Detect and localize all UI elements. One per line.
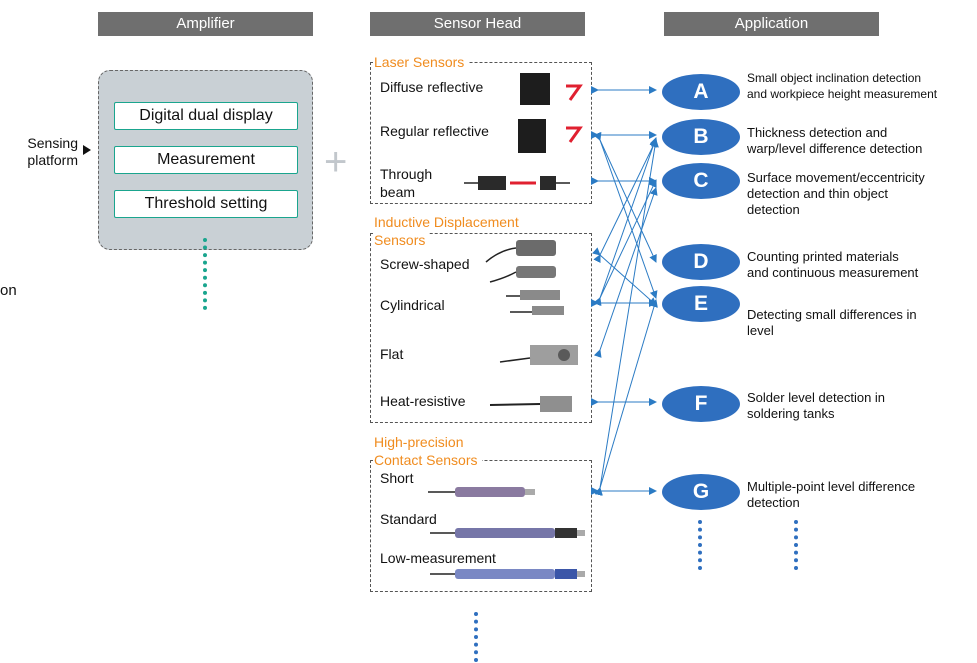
flat-sensor-photo-icon xyxy=(499,345,578,365)
digital-dual-display-box: Digital dual display xyxy=(114,102,298,130)
regular-reflective-label: Regular reflective xyxy=(380,123,489,139)
measurement-box: Measurement xyxy=(114,146,298,174)
plus-icon: + xyxy=(324,140,348,184)
inductive-group-title-2: Sensors xyxy=(374,232,430,248)
dotted-continuation-icon xyxy=(203,238,211,310)
app-circle-b: B xyxy=(662,119,740,155)
contact-group-title: High-precision xyxy=(374,434,468,450)
diffuse-laser-sensor-photo-icon xyxy=(520,73,583,105)
low-measurement-label: Low-measurement xyxy=(380,550,496,566)
app-circle-d: D xyxy=(662,244,740,280)
app-circle-e: E xyxy=(662,286,740,322)
low-measurement-contact-sensor-photo-icon xyxy=(430,569,585,579)
app-desc-g-1: Multiple-point level difference xyxy=(747,479,916,494)
contact-group-title-2: Contact Sensors xyxy=(374,452,482,468)
app-desc-b-1: Thickness detection and xyxy=(747,125,888,140)
header-amplifier: Amplifier xyxy=(98,12,313,36)
app-desc-d-1: Counting printed materials xyxy=(747,249,899,264)
short-contact-sensor-photo-icon xyxy=(428,487,535,497)
inductive-group-title: Inductive Displacement xyxy=(374,214,523,230)
regular-laser-sensor-photo-icon xyxy=(518,119,583,153)
app-circle-c: C xyxy=(662,163,740,199)
arrow-icon-diag-8 xyxy=(594,139,659,496)
app-desc-e-2: level xyxy=(747,323,774,338)
app-circle-g: G xyxy=(662,474,740,510)
app-circle-f: F xyxy=(662,386,740,422)
screw-shaped-label: Screw-shaped xyxy=(380,256,470,272)
standard-label: Standard xyxy=(380,511,437,527)
short-label: Short xyxy=(380,470,414,486)
sensing-platform-label-2: platform xyxy=(27,152,78,168)
app-desc-f-1: Solder level detection in xyxy=(747,390,886,405)
app-desc-e-1: Detecting small differences in xyxy=(747,307,917,322)
sensing-platform-label: Sensing xyxy=(27,135,78,151)
app-desc-a-2: and workpiece height measurement xyxy=(747,87,938,101)
standard-contact-sensor-photo-icon xyxy=(430,528,585,538)
app-circle-a: A xyxy=(662,74,740,110)
screw-shaped-sensor-photo-icon xyxy=(485,240,556,283)
app-desc-a-1: Small object inclination detection xyxy=(747,71,922,85)
edge-text-fragment: on xyxy=(0,282,17,299)
header-sensor-head: Sensor Head xyxy=(370,12,585,36)
app-desc-b-2: warp/level difference detection xyxy=(747,141,923,156)
heat-resistive-sensor-photo-icon xyxy=(489,396,572,412)
heat-resistive-label: Heat-resistive xyxy=(380,393,466,409)
app-desc-c-2: detection and thin object xyxy=(747,186,888,201)
sensor-dotted-continuation-icon xyxy=(474,612,482,662)
app-desc-f-2: soldering tanks xyxy=(747,406,835,421)
cylindrical-label: Cylindrical xyxy=(380,297,445,313)
app-desc-c-1: Surface movement/eccentricity xyxy=(747,170,925,185)
diffuse-reflective-label: Diffuse reflective xyxy=(380,79,484,95)
desc-dotted-continuation-icon xyxy=(794,520,802,570)
flat-label: Flat xyxy=(380,346,404,362)
through-label: Through xyxy=(380,166,433,182)
beam-label: beam xyxy=(380,184,416,200)
cylindrical-sensor-photo-icon xyxy=(506,290,564,315)
through-beam-sensor-photo-icon xyxy=(464,176,570,190)
app-desc-d-2: and continuous measurement xyxy=(747,265,919,280)
app-dotted-continuation-icon xyxy=(698,520,706,570)
arrow-icon-diag-6 xyxy=(593,187,658,358)
laser-group-title: Laser Sensors xyxy=(374,54,469,70)
threshold-setting-box: Threshold setting xyxy=(114,190,298,218)
app-desc-c-3: detection xyxy=(747,202,800,217)
header-application: Application xyxy=(664,12,879,36)
inductive-sensor-group xyxy=(370,233,592,423)
arrow-icon-diag-9 xyxy=(594,299,658,496)
app-desc-g-2: detection xyxy=(747,495,800,510)
input-arrow-icon xyxy=(83,145,91,155)
